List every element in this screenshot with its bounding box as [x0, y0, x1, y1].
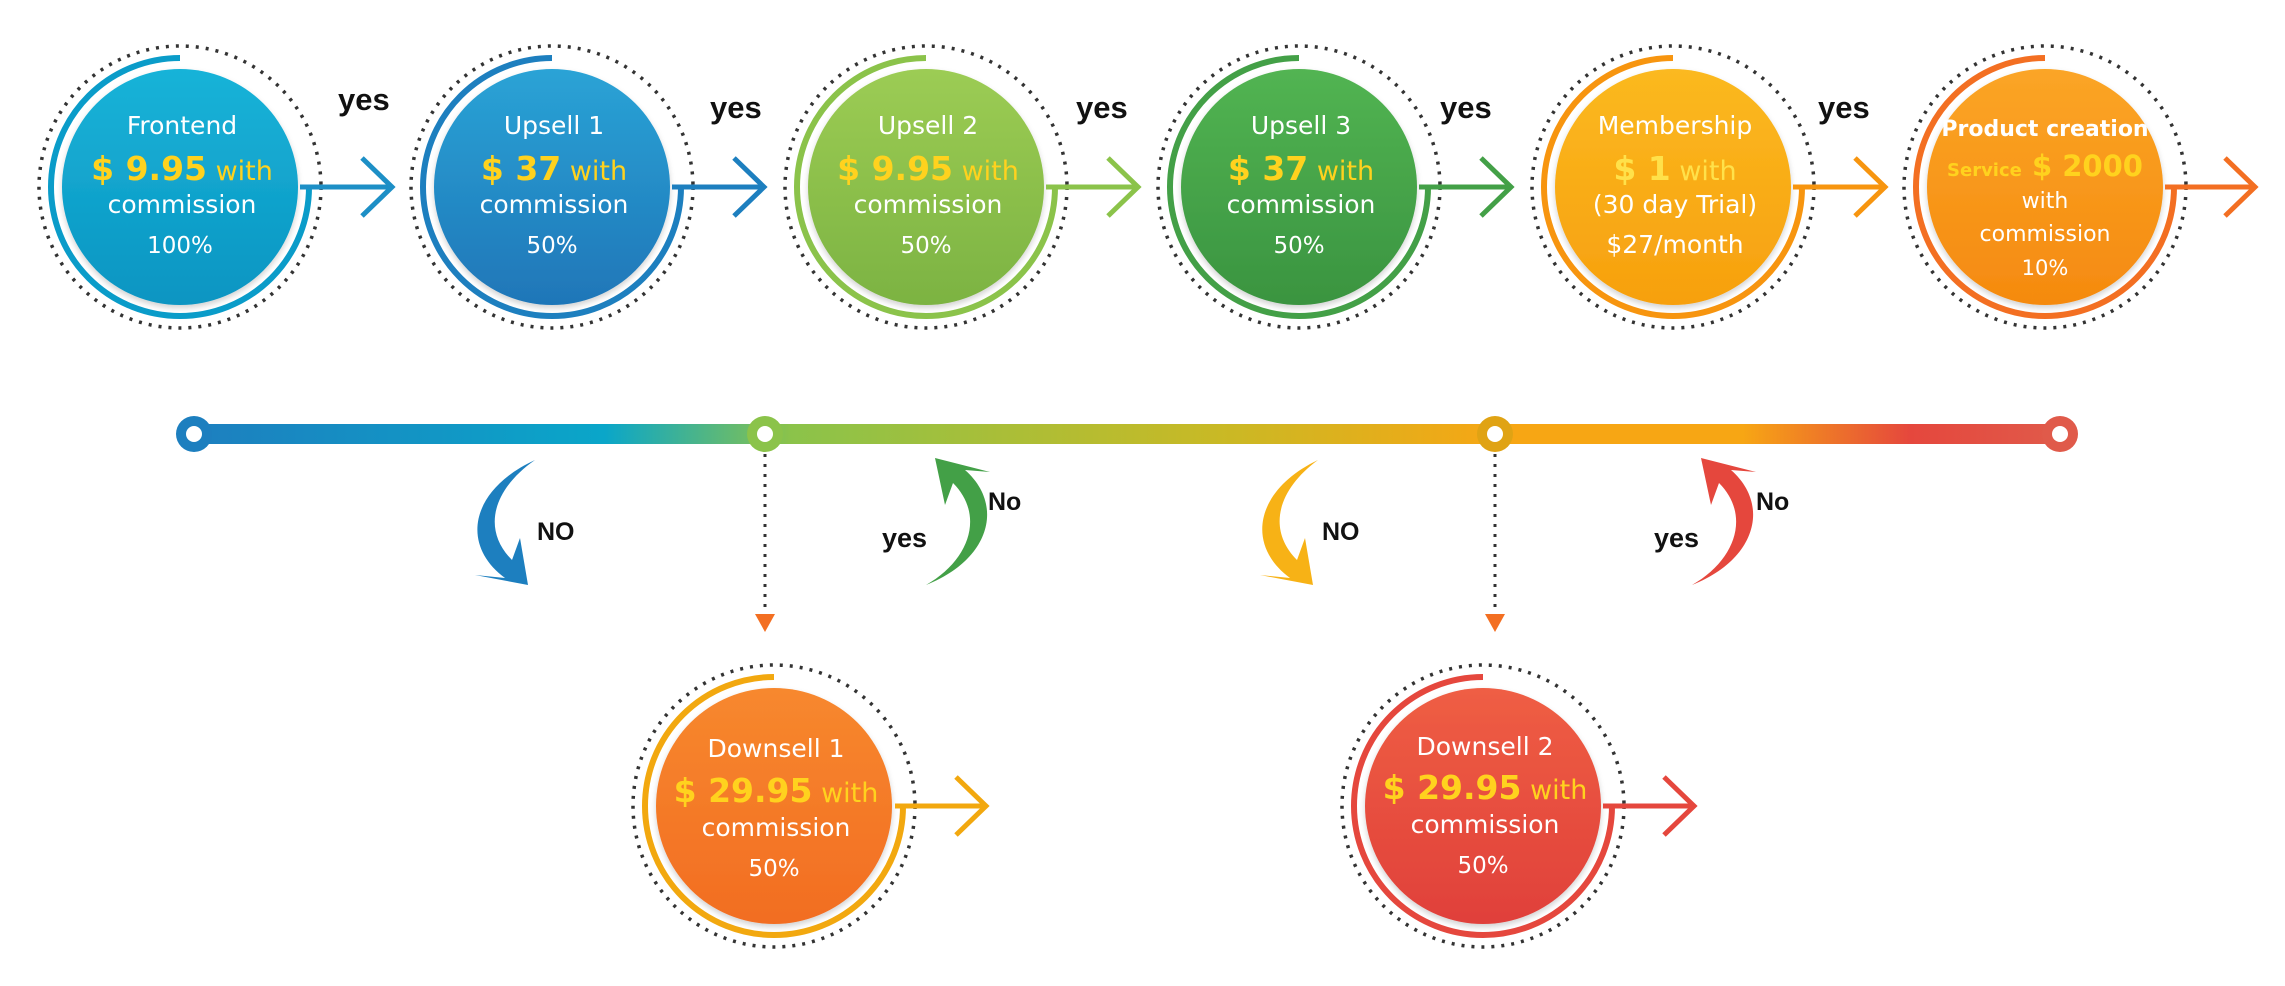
drop-connector — [1485, 454, 1505, 632]
step-price: $ 9.95 with — [91, 149, 273, 188]
no-back-label: No — [1756, 488, 1789, 516]
step-line2: 50% — [1457, 853, 1508, 879]
step-title: Upsell 1 — [504, 111, 604, 140]
step-price: $ 29.95 with — [1383, 768, 1588, 807]
step-line2: 100% — [147, 233, 213, 259]
timeline-node — [747, 416, 783, 452]
progress-arc — [1351, 674, 1615, 938]
step-line1: commission — [480, 190, 629, 219]
progress-arc — [794, 55, 1058, 319]
progress-arc — [1167, 55, 1431, 319]
progress-arc — [1541, 55, 1805, 319]
step-disc — [656, 688, 892, 924]
step-line1: commission — [702, 813, 851, 842]
step-line3: 10% — [2022, 256, 2069, 280]
step-line2: 50% — [748, 856, 799, 882]
forward-arrow-icon — [300, 156, 396, 218]
yes-label: yes — [1076, 90, 1128, 125]
step-line1: (30 day Trial) — [1593, 190, 1757, 219]
step-upsell-2: Upsell 2 $ 9.95 with commission 50% — [783, 44, 1142, 330]
step-line2: $27/month — [1606, 230, 1743, 259]
step-line2: 50% — [900, 233, 951, 259]
curved-up-arrow-icon — [1692, 458, 1756, 585]
progress-arc — [642, 674, 906, 938]
step-frontend: Frontend $ 9.95 with commission 100% — [37, 44, 396, 330]
step-title: Upsell 3 — [1251, 111, 1351, 140]
progress-arc — [48, 55, 312, 319]
timeline-node — [2042, 416, 2078, 452]
timeline-node — [176, 416, 212, 452]
timeline-bar — [194, 424, 2060, 444]
curved-down-arrow-icon — [1260, 460, 1318, 585]
timeline — [176, 416, 2078, 452]
step-disc — [1365, 688, 1601, 924]
step-line1: commission — [108, 190, 257, 219]
step-price: $ 29.95 with — [674, 771, 879, 810]
yes-back-label: yes — [1654, 523, 1699, 553]
step-product-creation: Product creation Service $ 2000 with com… — [1902, 44, 2259, 330]
timeline-node — [1477, 416, 1513, 452]
forward-arrow-icon — [1046, 156, 1142, 218]
yes-label: yes — [710, 90, 762, 125]
step-title: Downsell 1 — [708, 734, 845, 763]
drop-connector — [755, 454, 775, 632]
forward-arrow-icon — [1419, 156, 1515, 218]
forward-arrow-icon — [1793, 156, 1889, 218]
yes-label: yes — [1818, 90, 1870, 125]
no-back-label: No — [988, 488, 1021, 516]
step-title: Downsell 2 — [1417, 732, 1554, 761]
step-title: Membership — [1598, 111, 1753, 140]
step-disc — [1927, 69, 2163, 305]
step-disc — [1555, 69, 1791, 305]
step-disc — [1181, 69, 1417, 305]
step-line2: 50% — [526, 233, 577, 259]
step-price: $ 1 with — [1613, 149, 1736, 188]
forward-arrow-icon — [1603, 775, 1698, 837]
step-title: Product creation — [1941, 117, 2148, 142]
downsell-2: Downsell 2 $ 29.95 with commission 50% — [1340, 663, 1698, 949]
step-line1: commission — [1227, 190, 1376, 219]
step-line1: with — [2022, 189, 2069, 214]
drop-arrowhead-icon — [755, 614, 775, 632]
curved-up-arrow-icon — [926, 458, 990, 585]
forward-arrow-icon — [2165, 156, 2259, 218]
step-line1: commission — [1411, 810, 1560, 839]
yes-label: yes — [1440, 90, 1492, 125]
step-title: Frontend — [127, 111, 237, 140]
forward-arrow-icon — [672, 156, 768, 218]
forward-arrow-icon — [895, 775, 990, 837]
step-price: $ 37 with — [1228, 149, 1374, 188]
downsell-1: Downsell 1 $ 29.95 with commission 50% — [631, 663, 990, 949]
curved-down-arrow-icon — [475, 460, 535, 585]
step-price: $ 37 with — [481, 149, 627, 188]
step-line2: 50% — [1273, 233, 1324, 259]
yes-label: yes — [338, 82, 390, 117]
step-line2: commission — [1980, 222, 2111, 247]
no-label: NO — [1322, 518, 1360, 546]
step-title: Upsell 2 — [878, 111, 978, 140]
step-disc — [62, 69, 298, 305]
drop-arrowhead-icon — [1485, 614, 1505, 632]
yes-back-label: yes — [882, 523, 927, 553]
progress-arc — [1913, 55, 2177, 319]
step-disc — [808, 69, 1044, 305]
step-disc — [434, 69, 670, 305]
step-upsell-3: Upsell 3 $ 37 with commission 50% — [1156, 44, 1515, 330]
no-label: NO — [537, 518, 575, 546]
step-price: Service $ 2000 — [1947, 149, 2143, 183]
step-membership: Membership $ 1 with (30 day Trial) $27/m… — [1530, 44, 1889, 330]
step-line1: commission — [854, 190, 1003, 219]
progress-arc — [420, 55, 684, 319]
step-price: $ 9.95 with — [837, 149, 1019, 188]
step-upsell-1: Upsell 1 $ 37 with commission 50% — [409, 44, 768, 330]
